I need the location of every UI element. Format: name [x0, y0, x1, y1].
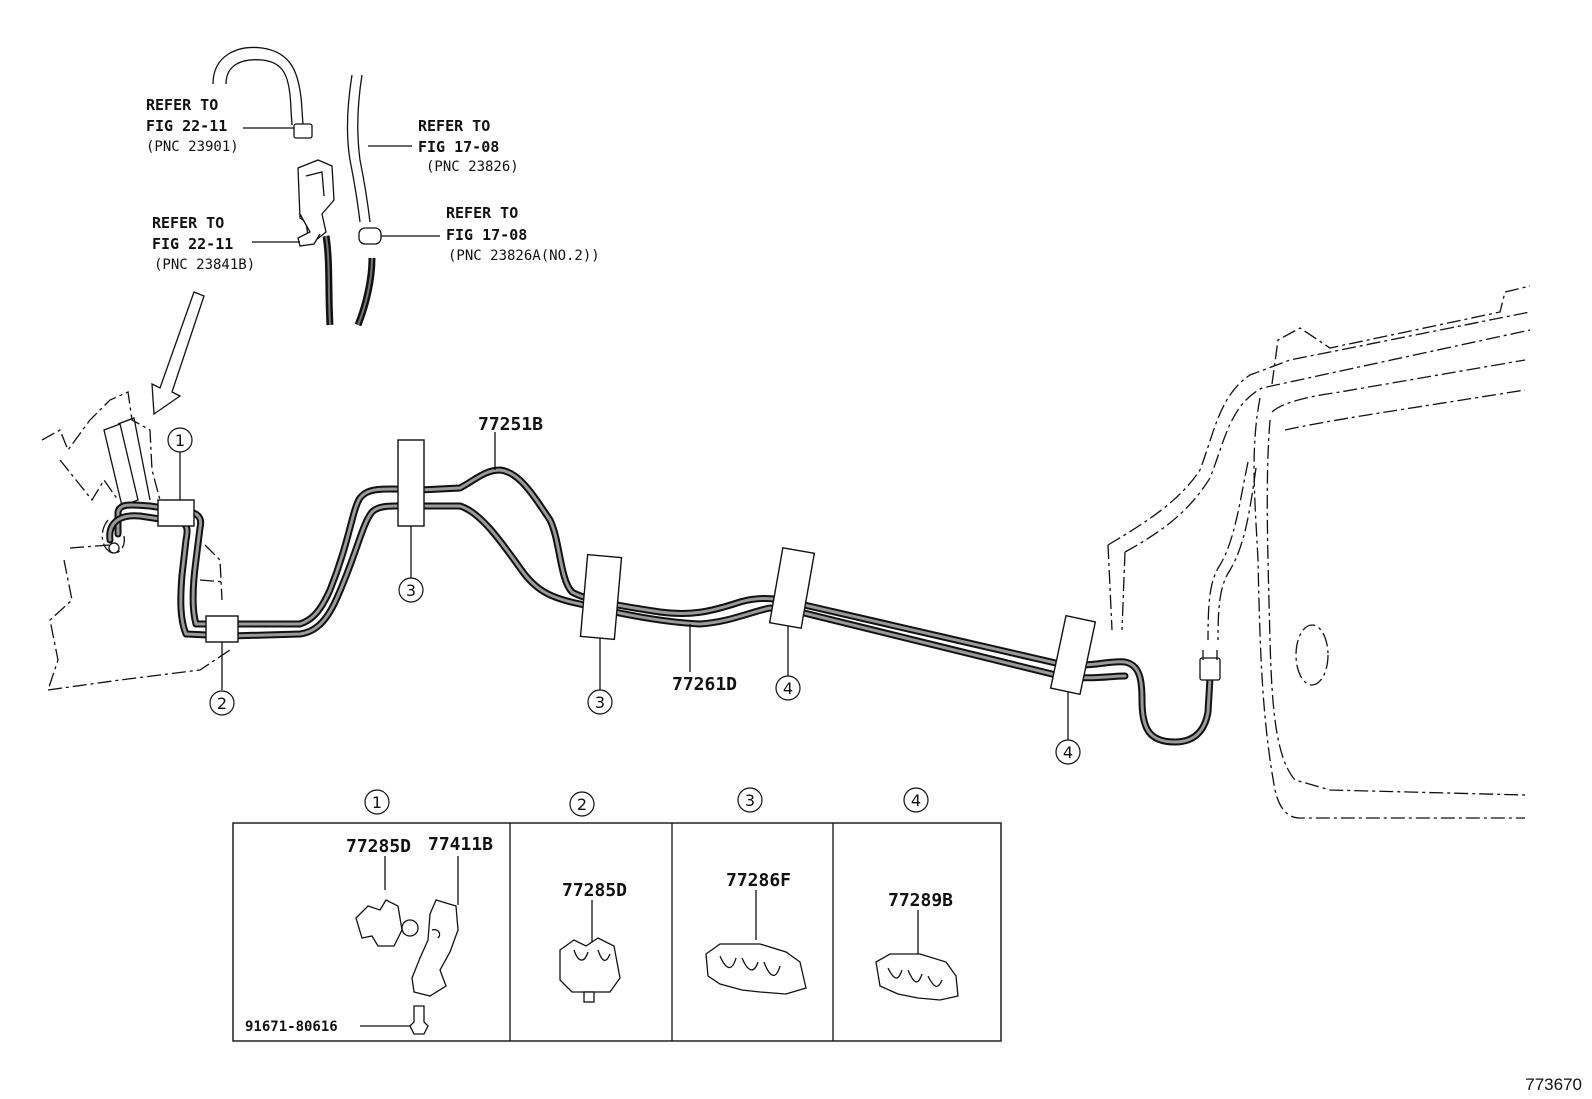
clip-77285D-panel2-icon	[559, 937, 621, 993]
svg-text:4: 4	[1063, 743, 1073, 762]
panel-4-number: 4	[903, 787, 929, 813]
clamp-2	[205, 615, 239, 643]
ref-3-line2: FIG 22-11	[152, 235, 233, 253]
panel-1-number: 1	[364, 789, 390, 815]
ref-2-line1: REFER TO	[418, 117, 490, 135]
tube-clamps	[157, 439, 1097, 696]
callout-4b: 4	[1055, 739, 1081, 765]
ref-3-line1: REFER TO	[152, 214, 224, 232]
callout-2: 2	[209, 690, 235, 716]
part-77411B: 77411B	[428, 834, 493, 855]
bolt-icon	[409, 1005, 429, 1035]
part-77289B: 77289B	[888, 890, 953, 911]
clamp-3a	[397, 439, 425, 527]
bracket-77411B-icon	[411, 899, 459, 997]
svg-text:1: 1	[372, 793, 382, 812]
clamp-77289B-icon	[875, 953, 959, 1001]
ref-2-line2: FIG 17-08	[418, 138, 499, 156]
tube-end-connector-icon	[1199, 657, 1221, 681]
ref-3-line3: (PNC 23841B)	[154, 257, 255, 273]
reference-labels: REFER TO FIG 22-11 (PNC 23901) REFER TO …	[146, 96, 600, 273]
callout-circles: 1 2 3 3 4 4	[167, 427, 1081, 765]
hose-connector-icon	[293, 123, 313, 139]
svg-text:2: 2	[577, 795, 587, 814]
clamp-77286F-icon	[705, 943, 807, 995]
ref-2-line3: (PNC 23826)	[426, 159, 519, 175]
svg-text:3: 3	[406, 581, 416, 600]
figure-number: 773670	[1525, 1075, 1582, 1094]
svg-text:4: 4	[783, 679, 793, 698]
detail-panels: 1 2 3 4 77285D 77411B 91671-80616 77285D	[232, 787, 1002, 1042]
ref-1-line2: FIG 22-11	[146, 117, 227, 135]
ref-4-line2: FIG 17-08	[446, 226, 527, 244]
callout-4a: 4	[775, 675, 801, 701]
ref-1-line3: (PNC 23901)	[146, 139, 239, 155]
svg-text:1: 1	[175, 431, 185, 450]
engine-outline	[41, 391, 231, 691]
callout-3a: 3	[398, 577, 424, 603]
hose-clamp-icon	[358, 227, 382, 245]
part-77285D-panel2: 77285D	[562, 880, 627, 901]
callout-leaders	[179, 432, 1069, 740]
clamp-4b	[1049, 614, 1097, 696]
part-91671-80616: 91671-80616	[245, 1019, 338, 1035]
fuel-tube-77251B	[114, 466, 1214, 746]
callout-1: 1	[167, 427, 193, 453]
part-77261D: 77261D	[672, 674, 737, 695]
clamp-3b	[579, 553, 623, 641]
part-77286F: 77286F	[726, 870, 791, 891]
svg-text:2: 2	[217, 694, 227, 713]
part-77285D-panel1: 77285D	[346, 836, 411, 857]
direction-arrow-icon	[151, 291, 205, 416]
clamp-4a	[768, 546, 816, 630]
ref-4-line3: (PNC 23826A(NO.2))	[448, 248, 600, 264]
callout-3b: 3	[587, 689, 613, 715]
ref-4-line1: REFER TO	[446, 204, 518, 222]
ref-1-line1: REFER TO	[146, 96, 218, 114]
upper-connector-inset	[212, 46, 440, 327]
panel-3-number: 3	[737, 787, 763, 813]
svg-text:4: 4	[911, 791, 921, 810]
clamp-1	[157, 499, 195, 527]
svg-text:3: 3	[745, 791, 755, 810]
svg-text:3: 3	[595, 693, 605, 712]
clip-77285D-icon	[355, 899, 403, 947]
body-panel-outline	[1107, 285, 1531, 819]
quick-connector-icon	[297, 159, 335, 241]
part-77251B: 77251B	[478, 414, 543, 435]
panel-2-number: 2	[569, 791, 595, 817]
